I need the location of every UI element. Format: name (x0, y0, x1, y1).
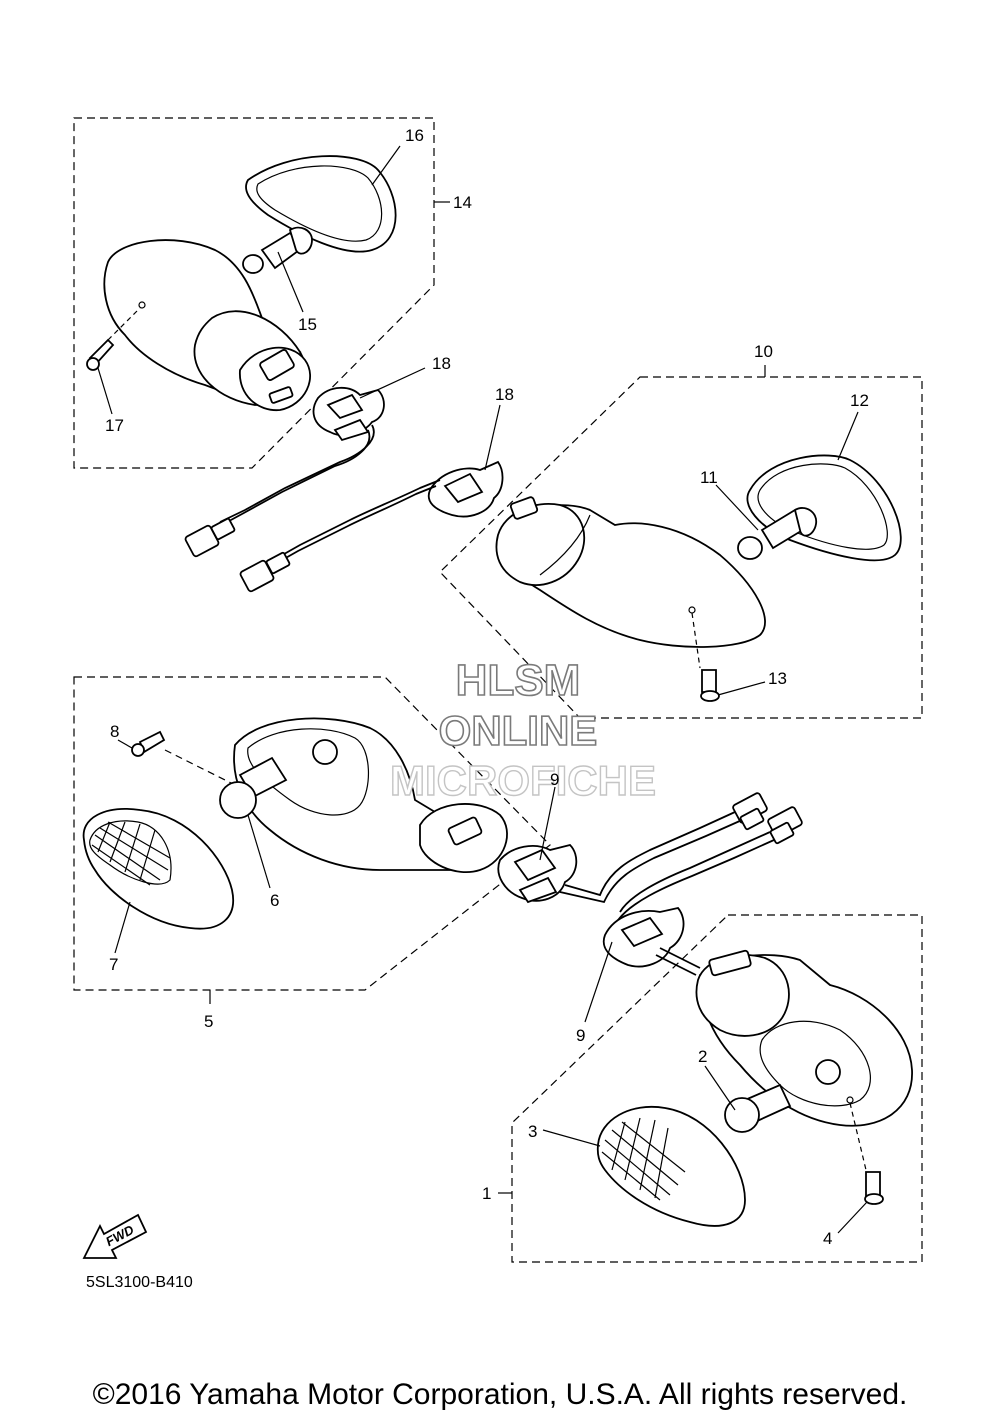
signal-housing-rear-left (103, 239, 311, 411)
watermark: HLSM ONLINE MICROFICHE (389, 655, 656, 805)
callout-4: 4 (823, 1229, 832, 1248)
connector-left (184, 517, 236, 558)
assembly-14-boundary (73, 117, 435, 469)
assembly-10-boundary (439, 376, 923, 719)
wire-harness-left (219, 424, 375, 523)
bulb-front-right (724, 1083, 792, 1133)
assembly-5-boundary (73, 676, 551, 991)
callout-5: 5 (204, 1012, 213, 1031)
callout-numbers: 16 14 15 17 18 18 10 12 11 13 8 6 7 5 9 … (105, 126, 869, 1248)
wire-harness-front-left (564, 811, 736, 897)
callout-16: 16 (405, 126, 424, 145)
callout-18-left: 18 (432, 354, 451, 373)
bulb-rear-left (242, 226, 313, 274)
signal-housing-front-left (233, 717, 508, 873)
forward-arrow-icon: FWD (82, 1213, 148, 1259)
watermark-line-1: HLSM (456, 656, 581, 705)
callout-10: 10 (754, 342, 773, 361)
signal-lens-rear-left (245, 155, 397, 253)
assembly-1-boundary (511, 914, 923, 1263)
grommet-front-left (497, 844, 578, 904)
callout-15: 15 (298, 315, 317, 334)
callout-17: 17 (105, 416, 124, 435)
callout-9-lower: 9 (576, 1026, 585, 1045)
callout-9-upper: 9 (550, 770, 559, 789)
callout-7: 7 (109, 955, 118, 974)
callout-18-right: 18 (495, 385, 514, 404)
bulb-front-left (219, 756, 288, 819)
copyright-notice: ©2016 Yamaha Motor Corporation, U.S.A. A… (92, 1378, 908, 1411)
signal-housing-rear-right (495, 496, 766, 648)
callout-3: 3 (528, 1122, 537, 1141)
connector-right-top (239, 551, 291, 593)
callout-11: 11 (700, 468, 718, 487)
signal-lens-front-left (82, 808, 234, 930)
screw-front-right (846, 1096, 884, 1205)
diagram-code: 5SL3100-B410 (86, 1274, 193, 1291)
grommet-left (312, 386, 385, 442)
bulb-rear-right (737, 507, 817, 560)
signal-lens-front-right (596, 1106, 746, 1227)
callout-1: 1 (482, 1184, 491, 1203)
grommet-right-top (427, 460, 504, 518)
callout-6: 6 (270, 891, 279, 910)
callout-8: 8 (110, 722, 119, 741)
screw-rear-left (86, 301, 146, 371)
callout-13: 13 (768, 669, 787, 688)
wire-harness-right-top (269, 479, 441, 563)
signal-housing-front-right (695, 949, 913, 1127)
screw-rear-right (688, 606, 720, 702)
watermark-line-3: MICROFICHE (390, 757, 656, 804)
callout-14: 14 (453, 193, 472, 212)
callout-2: 2 (698, 1047, 707, 1066)
connector-front-left (732, 792, 768, 831)
connector-front-right (767, 806, 803, 845)
callout-12: 12 (850, 391, 869, 410)
grommet-front-right (602, 907, 685, 968)
watermark-line-2: ONLINE (439, 707, 598, 754)
wire-harness-front-right (619, 831, 771, 913)
screw-front-left (131, 730, 281, 796)
leader-lines (97, 145, 868, 1234)
